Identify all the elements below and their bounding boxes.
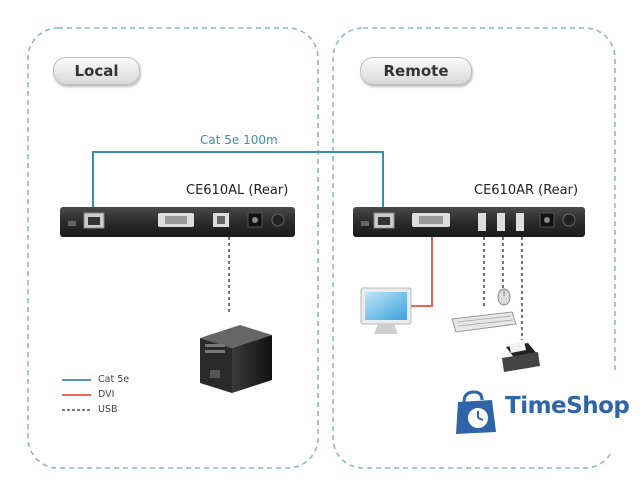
legend-label-dvi: DVI: [98, 389, 115, 400]
legend-label-usb: USB: [98, 404, 118, 415]
dvi-cable: [410, 237, 433, 307]
remote-unit-rear-panel: [353, 207, 585, 237]
keyboard-icon: [451, 311, 517, 333]
remote-zone: [332, 27, 616, 469]
printer-icon: [502, 341, 540, 372]
cat5e-cable: [92, 151, 384, 212]
mouse-icon: [497, 288, 511, 306]
legend-label-cat5e: Cat 5e: [98, 374, 130, 385]
local-unit-rear-panel: [60, 207, 295, 237]
remote-zone-label: Remote: [360, 57, 472, 85]
watermark-brand-text: TimeShop: [505, 393, 630, 419]
cable-length-label: Cat 5e 100m: [200, 133, 278, 147]
local-zone: [27, 27, 319, 469]
remote-usb-cables: [483, 237, 523, 340]
monitor-icon: [360, 287, 412, 334]
shopping-bag-clock-icon: [456, 390, 496, 434]
pc-tower-icon: [200, 325, 272, 393]
local-unit-label: CE610AL (Rear): [186, 183, 289, 198]
local-zone-label: Local: [53, 57, 140, 85]
legend: [62, 379, 91, 411]
remote-unit-label: CE610AR (Rear): [474, 183, 579, 198]
